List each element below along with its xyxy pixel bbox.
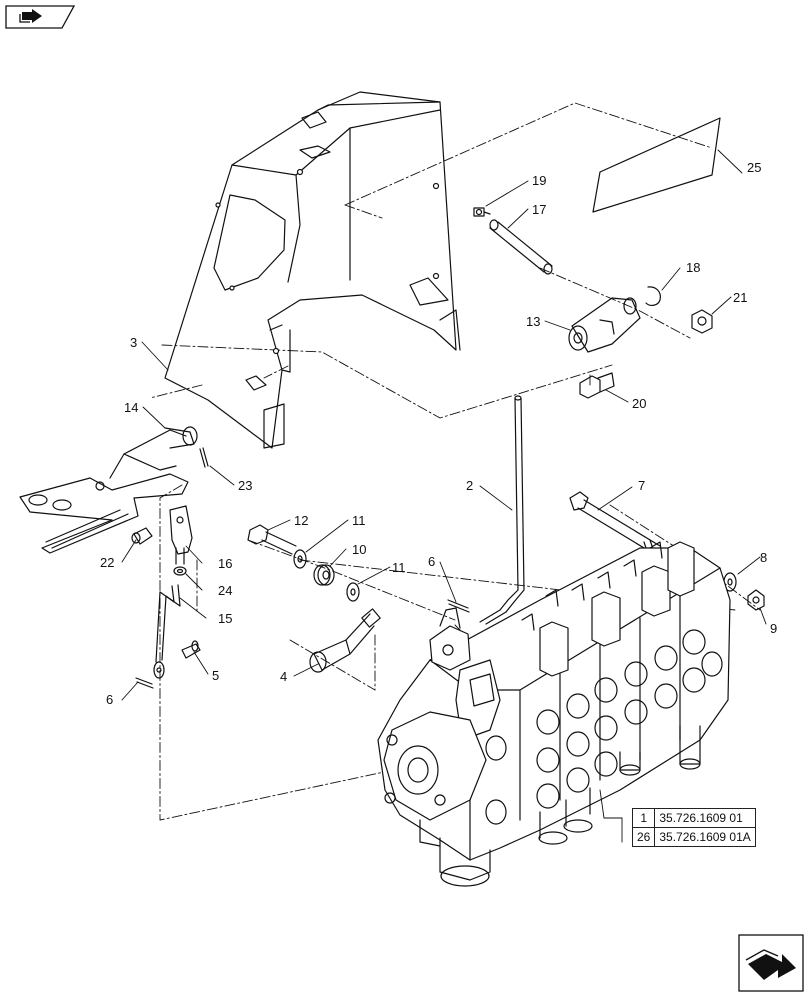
bushing-10 — [313, 564, 335, 586]
callout-18: 18 — [686, 260, 700, 275]
bolt-12 — [247, 524, 297, 555]
nut-9 — [747, 589, 765, 611]
switch-4 — [309, 608, 381, 673]
control-valve-assembly — [377, 541, 731, 887]
callout-11b: 11 — [392, 560, 406, 575]
callout-15: 15 — [218, 611, 232, 626]
reference-code[interactable]: 35.726.1609 01 — [654, 808, 756, 828]
callout-17: 17 — [532, 202, 546, 217]
washer-11-upper — [293, 549, 307, 569]
bolt-7 — [569, 491, 661, 555]
next-page-button[interactable] — [738, 934, 804, 992]
washer-11-lower — [346, 582, 360, 602]
nut-24 — [173, 566, 187, 576]
cotter-pin-23 — [199, 447, 209, 468]
callout-14: 14 — [124, 400, 138, 415]
callout-3: 3 — [130, 335, 137, 350]
previous-page-button[interactable] — [4, 4, 76, 30]
reference-table: 1 35.726.1609 01 26 35.726.1609 01A — [631, 808, 756, 847]
link-rod-15 — [153, 584, 181, 679]
pivot-block-13 — [568, 297, 641, 353]
callout-25: 25 — [747, 160, 761, 175]
arrow-left-icon — [5, 5, 76, 29]
callout-6-left: 6 — [106, 692, 113, 707]
leader-lines — [121, 149, 767, 843]
ring-18 — [645, 286, 661, 306]
cover-holes — [215, 168, 440, 355]
arrow-right-icon — [738, 934, 804, 992]
callout-19: 19 — [532, 173, 546, 188]
pin-5 — [181, 640, 201, 659]
reference-row: 26 35.726.1609 01A — [631, 827, 756, 847]
cotter-pin-6-left — [135, 677, 154, 689]
callout-23: 23 — [238, 478, 252, 493]
callout-22: 22 — [100, 555, 114, 570]
rod-17 — [489, 219, 553, 275]
callout-21: 21 — [733, 290, 747, 305]
control-lever-2 — [479, 395, 525, 625]
callout-13: 13 — [526, 314, 540, 329]
callout-9: 9 — [770, 621, 777, 636]
callout-6-upper: 6 — [428, 554, 435, 569]
callout-20: 20 — [632, 396, 646, 411]
callout-2: 2 — [466, 478, 473, 493]
callout-24: 24 — [218, 583, 232, 598]
bolt-20 — [579, 372, 615, 399]
cotter-pin-6-upper — [447, 599, 470, 613]
reference-row: 1 35.726.1609 01 — [631, 808, 756, 828]
pedal-lever-14 — [19, 426, 198, 554]
cover-shroud — [164, 91, 461, 449]
callout-16: 16 — [218, 556, 232, 571]
callout-4: 4 — [280, 669, 287, 684]
callout-5: 5 — [212, 668, 219, 683]
callout-10: 10 — [352, 542, 366, 557]
decal-25 — [592, 117, 721, 213]
callout-labels: 25 19 17 18 21 13 3 20 14 23 2 7 12 11 1… — [100, 160, 777, 707]
clevis-pin-22 — [131, 527, 153, 545]
callout-8: 8 — [760, 550, 767, 565]
reference-index: 1 — [631, 808, 656, 828]
grease-fitting-19 — [473, 207, 491, 217]
reference-code[interactable]: 35.726.1609 01A — [654, 827, 756, 847]
callout-12: 12 — [294, 513, 308, 528]
callout-11a: 11 — [352, 513, 366, 528]
callout-7: 7 — [638, 478, 645, 493]
clevis-16 — [169, 505, 193, 565]
nut-21 — [691, 309, 713, 334]
reference-index: 26 — [631, 827, 656, 847]
